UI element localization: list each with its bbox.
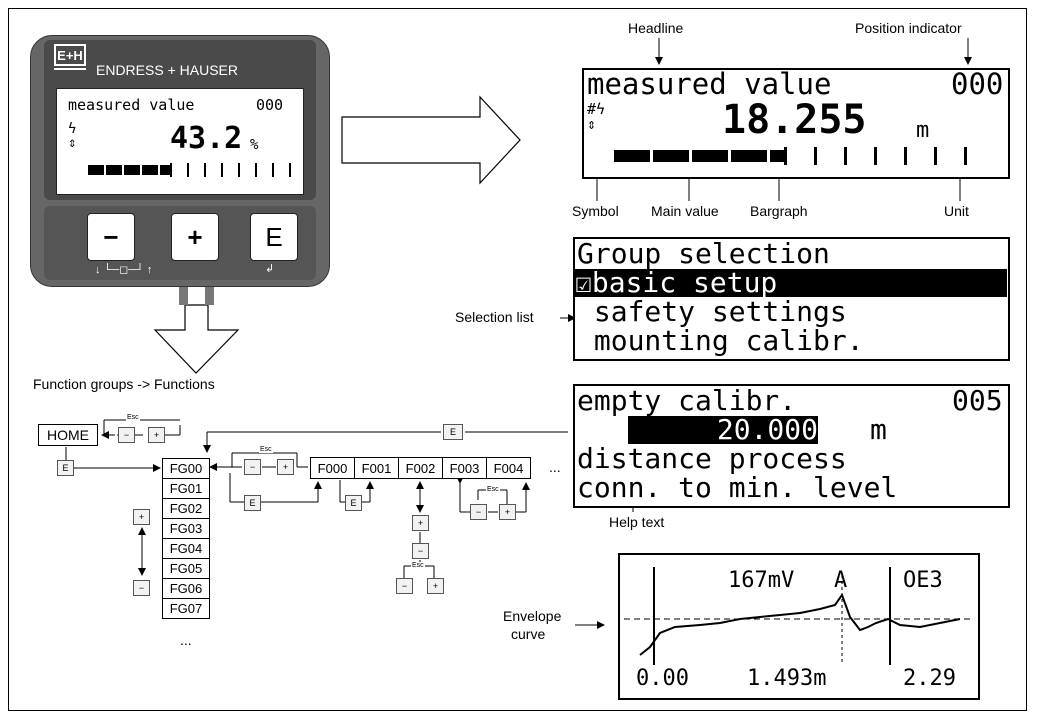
function-unit: m <box>870 413 887 446</box>
device-lcd-symbol: ϟ ⇕ <box>68 121 77 151</box>
symbol-label: Symbol <box>572 203 619 219</box>
main-display-bargraph <box>614 147 969 165</box>
envelope-callout-line2: curve <box>511 626 546 642</box>
envelope-top-right: OE3 <box>903 568 943 593</box>
enter-button[interactable]: E <box>250 213 298 261</box>
fg-item[interactable]: FG02 <box>162 498 210 519</box>
key-minus-f002[interactable]: − <box>412 543 429 559</box>
button-hint-icons: ↓ └─◻─┘ ↑ <box>95 264 153 276</box>
esc-label-fg: Esc <box>259 446 273 453</box>
outer-frame <box>8 8 1027 711</box>
brand-logo-icon: E+H <box>54 44 86 66</box>
envelope-x-mid: 1.493m <box>747 666 827 691</box>
envelope-curve-plot <box>624 567 970 665</box>
function-help-line1: distance process <box>577 442 847 475</box>
key-enter-f001[interactable]: E <box>345 495 362 511</box>
function-item[interactable]: F003 <box>442 457 487 479</box>
fg-item[interactable]: FG01 <box>162 478 210 499</box>
fg-item[interactable]: FG07 <box>162 598 210 619</box>
envelope-x-right: 2.29 <box>903 666 956 691</box>
function-item[interactable]: F000 <box>310 457 355 479</box>
function-display <box>573 384 1010 508</box>
home-box[interactable]: HOME <box>38 424 98 446</box>
headline-callout: Headline <box>628 20 684 36</box>
enter-hint-icon: ↲ <box>265 263 275 275</box>
unit-label: Unit <box>944 203 969 219</box>
key-plus-home[interactable]: + <box>148 427 165 443</box>
fg-item[interactable]: FG00 <box>162 458 210 479</box>
selection-row-1[interactable]: ☑basic setup <box>575 269 1007 297</box>
navigation-heading: Function groups -> Functions <box>33 376 215 392</box>
brand-name: ENDRESS + HAUSER <box>96 62 238 78</box>
key-plus-f002[interactable]: + <box>412 515 429 531</box>
device-lcd <box>56 88 304 195</box>
function-row: F000 F001 F002 F003 F004 <box>310 457 531 479</box>
envelope-top-value: 167mV <box>728 568 795 593</box>
bargraph-label: Bargraph <box>750 203 808 219</box>
key-plus-f003[interactable]: + <box>499 504 516 520</box>
plus-button[interactable]: + <box>171 213 219 261</box>
key-plus-fg-row[interactable]: + <box>277 459 294 475</box>
device-lcd-value: 43.2 <box>170 121 243 156</box>
main-display-value: 18.255 <box>722 97 867 143</box>
function-item[interactable]: F001 <box>354 457 399 479</box>
esc-label-f003: Esc <box>486 486 500 493</box>
main-display-headline: measured value <box>587 67 832 101</box>
key-plus-fg[interactable]: + <box>133 509 150 525</box>
position-indicator-callout: Position indicator <box>855 20 962 36</box>
key-minus-home[interactable]: − <box>118 427 135 443</box>
function-ellipsis: ... <box>549 459 561 475</box>
device-lcd-unit: % <box>250 137 259 153</box>
selection-row-3[interactable]: mounting calibr. <box>577 324 864 357</box>
main-display-position: 000 <box>951 67 1004 101</box>
selection-display <box>573 237 1010 361</box>
envelope-x-left: 0.00 <box>636 666 689 691</box>
fg-item[interactable]: FG03 <box>162 518 210 539</box>
device-lcd-bargraph <box>88 163 292 177</box>
minus-button[interactable]: − <box>87 213 135 261</box>
key-minus-fg[interactable]: − <box>133 580 150 596</box>
envelope-top-marker: A <box>834 568 848 593</box>
key-enter-fg[interactable]: E <box>244 495 261 511</box>
key-minus-f002-esc[interactable]: − <box>396 578 413 594</box>
function-position: 005 <box>952 384 1003 417</box>
selection-list-callout: Selection list <box>455 309 534 325</box>
esc-label-home: Esc <box>126 414 140 421</box>
help-text-callout: Help text <box>609 514 665 530</box>
fg-ellipsis: ... <box>180 632 192 648</box>
function-item[interactable]: F002 <box>398 457 443 479</box>
fg-item[interactable]: FG05 <box>162 558 210 579</box>
main-display-unit: m <box>916 118 930 143</box>
function-value[interactable]: 20.000 <box>628 416 818 444</box>
device-lcd-position: 000 <box>256 96 284 114</box>
device-lcd-label: measured value <box>68 96 195 114</box>
main-display-symbol: #ϟ ⇕ <box>587 100 606 133</box>
function-help-line2: conn. to min. level <box>577 471 898 504</box>
fg-item[interactable]: FG06 <box>162 578 210 599</box>
key-minus-fg-row[interactable]: − <box>244 459 261 475</box>
brand-underline <box>54 68 86 70</box>
key-plus-f002-esc[interactable]: + <box>427 578 444 594</box>
key-minus-f003[interactable]: − <box>470 504 487 520</box>
selection-row-0: Group selection <box>577 237 830 270</box>
key-enter-home[interactable]: E <box>57 460 74 476</box>
fg-item[interactable]: FG04 <box>162 538 210 559</box>
function-title: empty calibr. <box>577 384 797 417</box>
esc-label-f002: Esc <box>411 562 425 569</box>
envelope-callout-line1: Envelope <box>503 608 562 624</box>
function-group-column: FG00 FG01 FG02 FG03 FG04 FG05 FG06 FG07 <box>162 458 210 619</box>
function-item[interactable]: F004 <box>486 457 531 479</box>
key-enter-top[interactable]: E <box>443 424 463 440</box>
selection-row-2[interactable]: safety settings <box>577 295 847 328</box>
main-value-label: Main value <box>651 203 719 219</box>
